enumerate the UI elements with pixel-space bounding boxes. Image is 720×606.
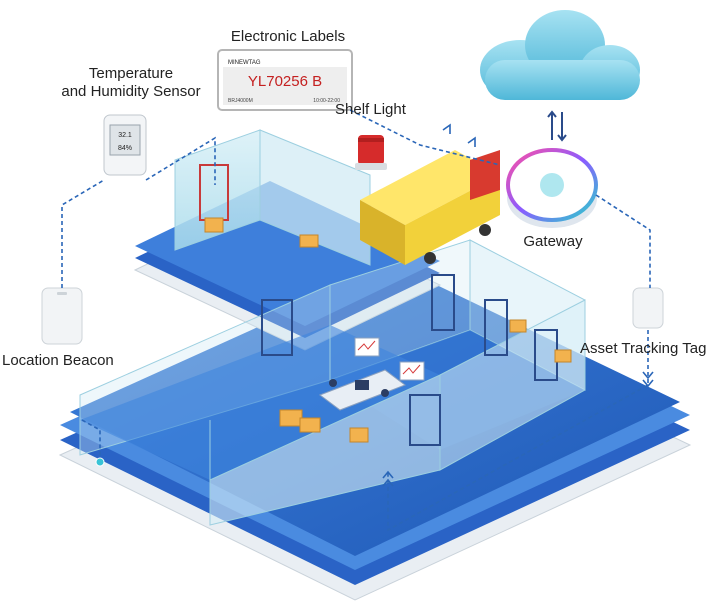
esl-footer-right: 10:00-22:00: [313, 98, 340, 104]
delivery-truck: [360, 150, 500, 265]
label-temperature-line2: and Humidity Sensor: [61, 83, 201, 100]
beacon-signal-dot: [95, 457, 105, 467]
warehouse-shelves: [199, 164, 558, 446]
uplink-arrows-icon: [547, 110, 567, 142]
thermo-hygrometer-icon: 32.1 84%: [103, 114, 147, 176]
label-electronic-labels: Electronic Labels: [230, 28, 346, 45]
wall-screens: [354, 337, 425, 381]
desk-area: [318, 369, 407, 411]
esl-tag-icon: MINEWTAG YL70256 B BRJ4000M 10:00-22:00: [217, 49, 353, 111]
label-location-beacon: Location Beacon: [2, 352, 114, 369]
sensor-temperature: 32.1: [118, 132, 132, 139]
sensor-humidity: 84%: [118, 145, 132, 152]
esl-brand: MINEWTAG: [228, 60, 261, 66]
shelf-light-icon: [355, 135, 387, 170]
asset-tag-icon: [632, 287, 664, 329]
label-shelf-light: Shelf Light: [335, 101, 406, 118]
label-gateway: Gateway: [523, 233, 583, 250]
label-temperature-line1: Temperature: [88, 65, 174, 82]
link-arrowheads: [382, 123, 654, 487]
esl-footer-left: BRJ4000M: [228, 98, 253, 104]
location-beacon-icon: [41, 287, 83, 345]
label-temperature-sensor: Temperature and Humidity Sensor: [46, 65, 216, 101]
esl-code: YL70256 B: [248, 73, 322, 90]
gateway-device-icon: [506, 148, 598, 228]
connection-links: [61, 109, 651, 532]
cloud-icon: [480, 10, 640, 100]
rear-glass-room: [174, 129, 371, 266]
label-asset-tracking-tag: Asset Tracking Tag: [580, 340, 707, 357]
cargo-boxes: [204, 217, 572, 443]
